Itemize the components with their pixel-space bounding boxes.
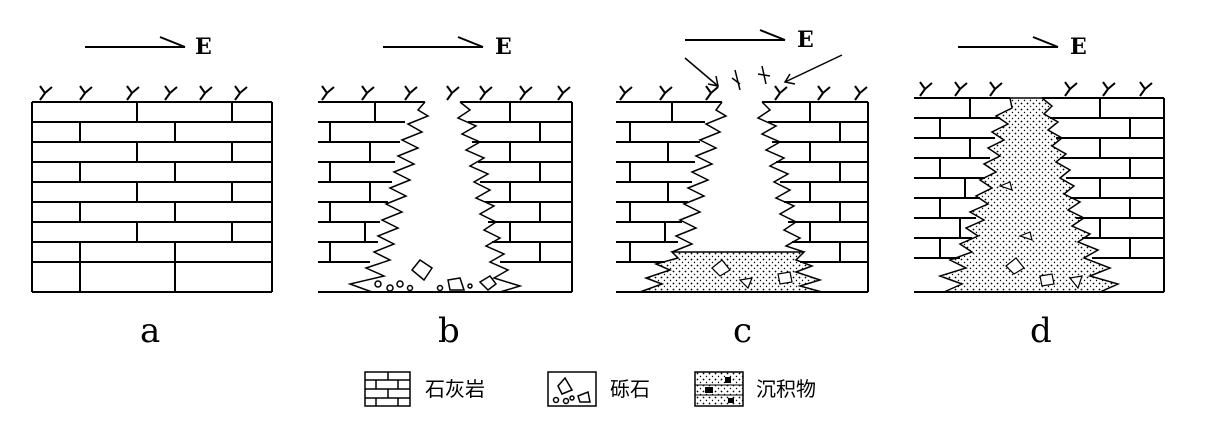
legend: 石灰岩 砾石 沉积物 [364, 371, 816, 407]
direction-arrow [685, 29, 786, 41]
vegetation-symbols [919, 81, 1153, 97]
panel-c: E [616, 27, 869, 351]
panel-d: E [914, 34, 1165, 351]
east-label: E [495, 34, 512, 60]
legend-label-gravel: 砾石 [610, 377, 650, 401]
limestone-layers [318, 101, 573, 293]
legend-item-limestone: 石灰岩 [364, 371, 485, 407]
dissolution-fissure [347, 101, 523, 293]
direction-arrow [958, 36, 1059, 48]
vegetation-symbols [39, 85, 248, 101]
legend-item-gravel: 砾石 [547, 371, 650, 407]
inflow-arrows [684, 54, 843, 91]
east-label: E [195, 34, 212, 60]
legend-item-sediment: 沉积物 [694, 371, 816, 407]
limestone-pattern-icon [364, 371, 411, 407]
panel-a: E [31, 34, 273, 351]
vegetation-symbols [321, 85, 571, 101]
east-label: E [1070, 34, 1087, 60]
sediment-fill [937, 97, 1121, 293]
east-label: E [797, 27, 814, 53]
vegetation-symbols [619, 85, 868, 101]
direction-arrow [383, 36, 484, 48]
legend-label-sediment: 沉积物 [756, 377, 816, 401]
panel-label-a: a [140, 311, 160, 351]
gravel-pattern-icon [547, 371, 597, 407]
limestone-layers [31, 101, 273, 293]
gravel-fragments [374, 258, 498, 292]
panel-label-b: b [438, 311, 460, 351]
sediment-pattern-icon [694, 371, 744, 407]
direction-arrow [85, 36, 186, 48]
panel-label-d: d [1030, 311, 1052, 351]
panel-label-c: c [733, 311, 752, 351]
dissolution-fissure [671, 101, 805, 253]
limestone-layers [914, 97, 1165, 293]
legend-label-limestone: 石灰岩 [425, 377, 485, 401]
panel-b: E [318, 34, 573, 351]
sediment-fill [639, 251, 823, 293]
